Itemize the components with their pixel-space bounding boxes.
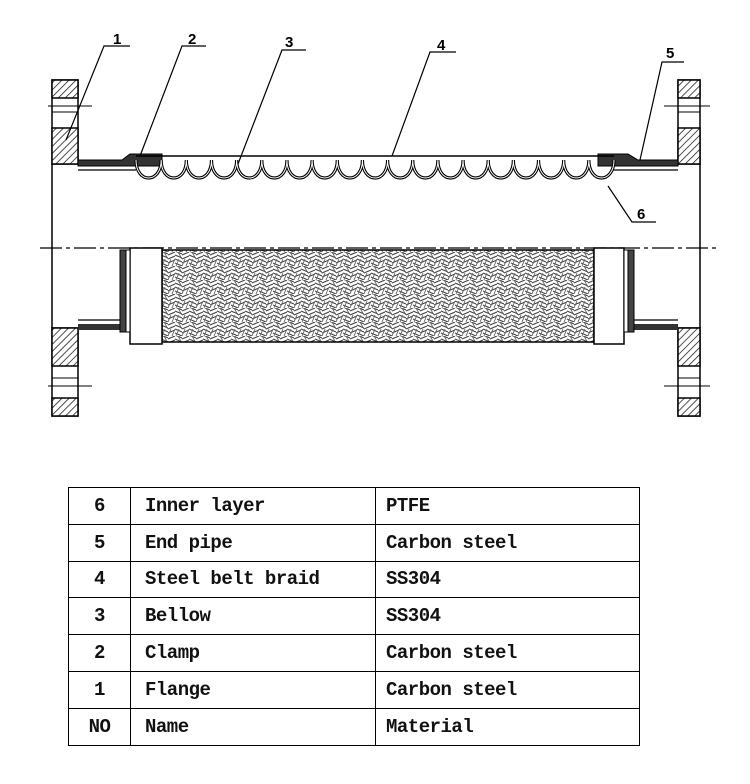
header-name: Name — [130, 707, 376, 746]
part-name: Steel belt braid — [130, 560, 376, 599]
end-pipe-upper — [77, 153, 679, 171]
callout-2: 2 — [188, 31, 196, 48]
part-name: End pipe — [130, 523, 376, 562]
left-flange-lower — [48, 327, 92, 417]
bellows — [134, 155, 616, 180]
table-row: 6 Inner layer PTFE — [68, 487, 640, 525]
part-material: SS304 — [375, 597, 640, 636]
part-number: 3 — [68, 597, 131, 636]
header-material: Material — [375, 707, 640, 746]
part-number: 5 — [68, 523, 131, 562]
part-name: Flange — [130, 670, 376, 709]
callout-4: 4 — [437, 37, 446, 54]
parts-table: 6 Inner layer PTFE 5 End pipe Carbon ste… — [68, 487, 640, 746]
header-no: NO — [68, 707, 131, 746]
table-row: 3 Bellow SS304 — [68, 597, 640, 636]
part-material: Carbon steel — [375, 670, 640, 709]
part-name: Inner layer — [130, 487, 376, 525]
leader-lines — [65, 45, 684, 223]
end-pipe-lower — [78, 319, 678, 330]
part-material: PTFE — [375, 487, 640, 525]
steel-belt-braid — [119, 247, 635, 345]
right-flange-upper — [664, 79, 710, 165]
table-row: 2 Clamp Carbon steel — [68, 634, 640, 672]
part-material: SS304 — [375, 560, 640, 599]
callout-6: 6 — [637, 206, 645, 223]
part-name: Clamp — [130, 634, 376, 672]
table-row: 5 End pipe Carbon steel — [68, 523, 640, 562]
part-number: 2 — [68, 634, 131, 672]
part-material: Carbon steel — [375, 523, 640, 562]
table-row: 4 Steel belt braid SS304 — [68, 560, 640, 599]
right-flange-lower — [664, 327, 710, 417]
callout-3: 3 — [285, 34, 293, 51]
part-number: 6 — [68, 487, 131, 525]
table-header-row: NO Name Material — [68, 707, 640, 746]
part-name: Bellow — [130, 597, 376, 636]
expansion-joint-drawing: 1 2 3 4 5 6 — [40, 31, 720, 417]
part-number: 1 — [68, 670, 131, 709]
part-material: Carbon steel — [375, 634, 640, 672]
part-number: 4 — [68, 560, 131, 599]
callout-5: 5 — [666, 45, 674, 62]
callout-1: 1 — [113, 31, 121, 48]
table-row: 1 Flange Carbon steel — [68, 670, 640, 709]
